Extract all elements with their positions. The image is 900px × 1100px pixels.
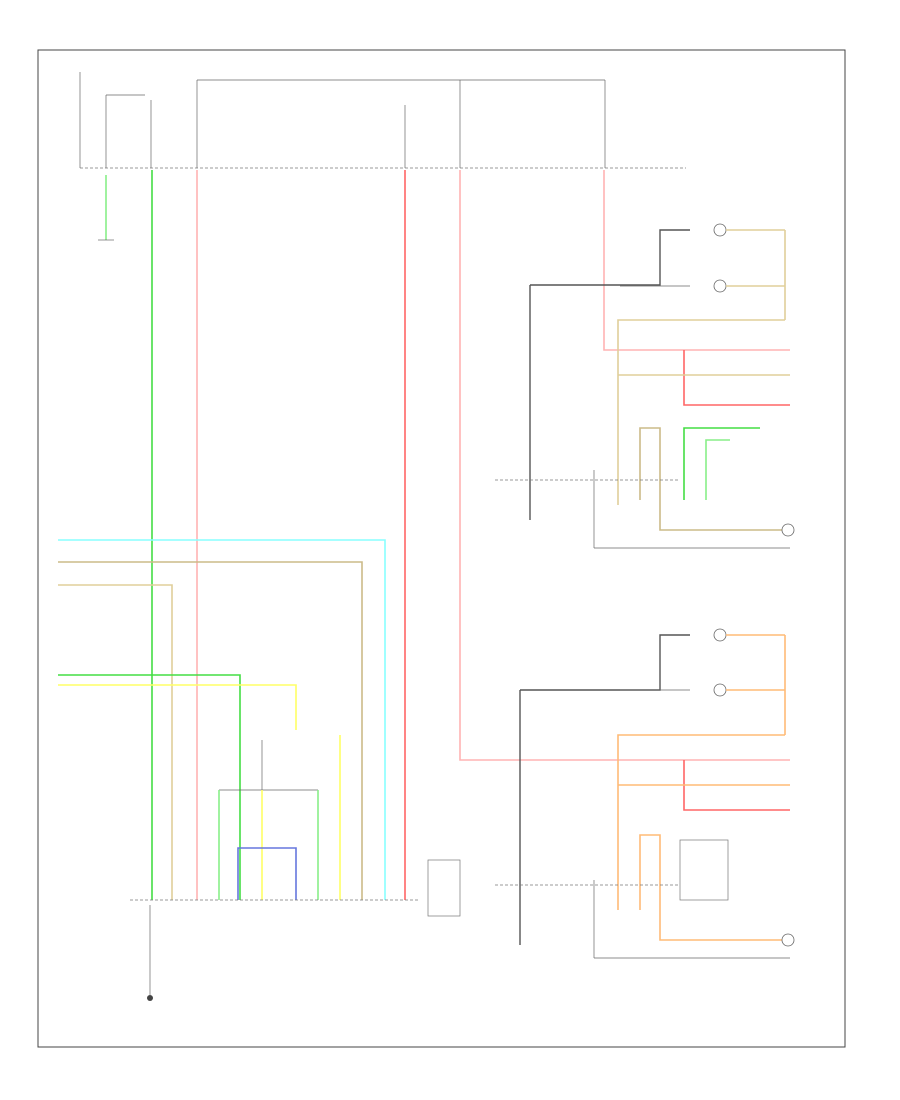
right-lower-lamps	[495, 628, 795, 959]
pink-wire-lower-route	[459, 170, 790, 761]
pink-wire-upper-route	[603, 170, 790, 351]
relay-box	[427, 859, 461, 917]
blue-loop	[237, 847, 297, 900]
green-wire-left	[58, 674, 241, 900]
right-upper-lamps	[495, 223, 795, 549]
yellow-wire-left	[58, 684, 297, 730]
diagram-frame	[37, 49, 846, 1048]
trailer-connector	[130, 899, 420, 1001]
tan-wire-1	[58, 561, 363, 900]
tan-wire-2	[58, 584, 173, 900]
ground-left	[98, 175, 114, 241]
cyan-wire	[58, 539, 386, 900]
fuse-block	[79, 72, 686, 169]
